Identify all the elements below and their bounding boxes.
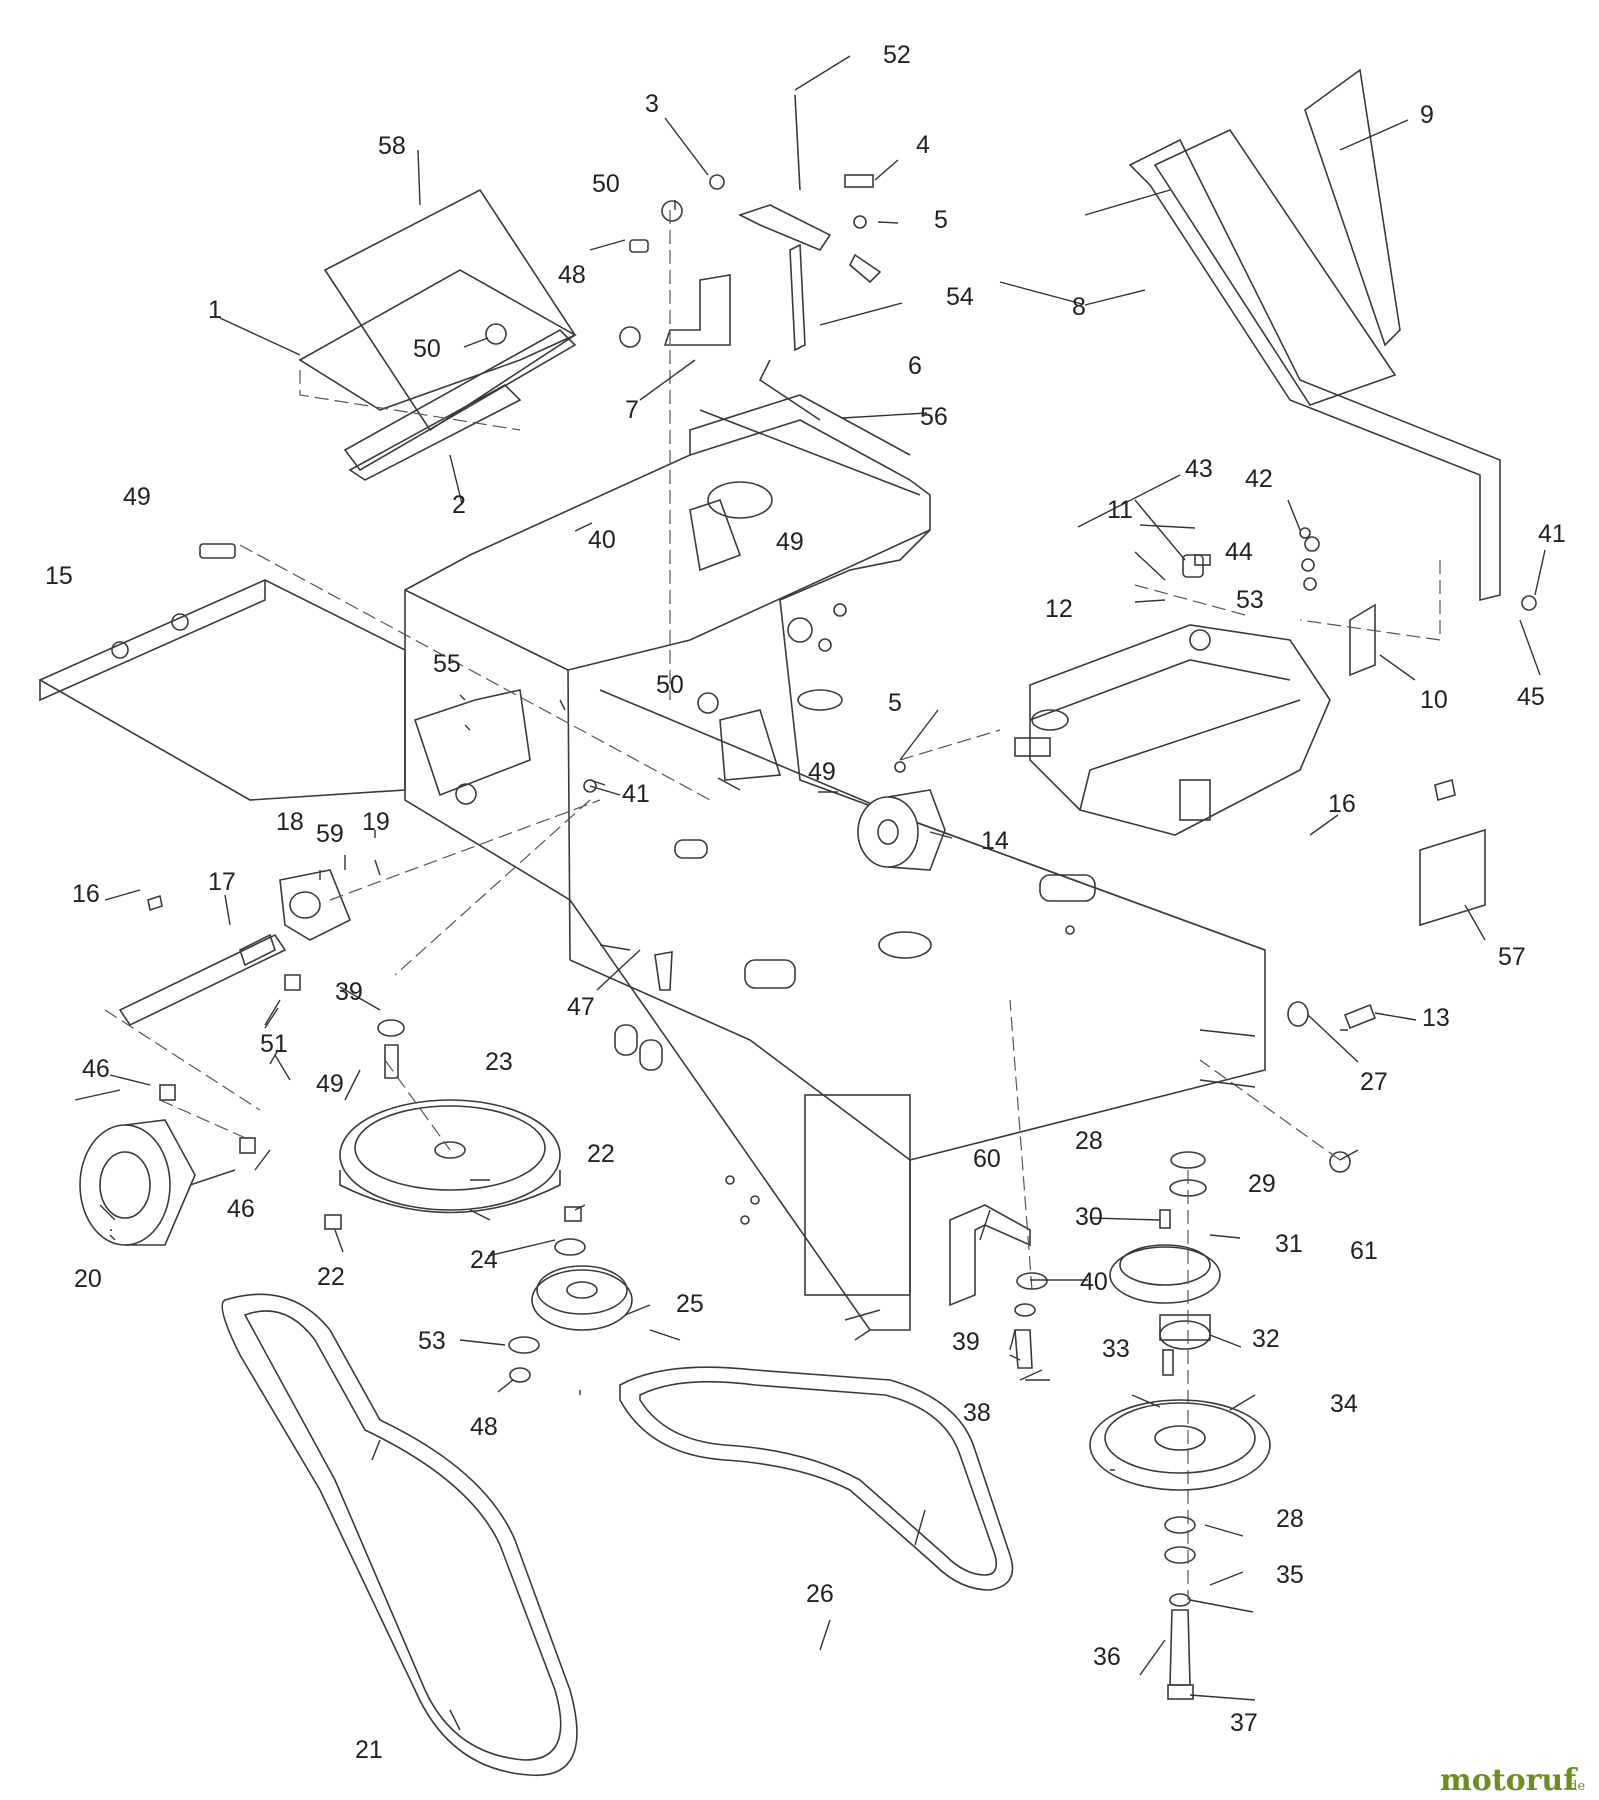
callout-54: 54 [946,283,974,311]
callout-34: 34 [1330,1390,1358,1418]
callout-22a: 22 [587,1140,615,1168]
chute-assembly [298,188,577,481]
callout-39a: 39 [335,978,363,1006]
callout-61: 61 [1350,1237,1378,1265]
callout-10: 10 [1420,686,1448,714]
callout-59: 59 [316,820,344,848]
shaft [118,933,287,1027]
main-frame [404,394,1266,1341]
callout-13: 13 [1422,1004,1450,1032]
callout-29: 29 [1248,1170,1276,1198]
callout-33: 33 [1102,1335,1130,1363]
callout-49a: 49 [123,483,151,511]
callout-labels: 1 2 3 4 5 5 6 7 8 9 10 11 12 13 14 15 16… [45,41,1566,1764]
callout-42: 42 [1245,465,1273,493]
callout-17: 17 [208,868,236,896]
alignment-lines [104,210,1341,1600]
callout-41a: 41 [622,780,650,808]
callout-16b: 16 [1328,790,1356,818]
callout-48b: 48 [470,1413,498,1441]
callout-11: 11 [1107,496,1133,524]
callout-43: 43 [1185,455,1213,483]
callout-5b: 5 [888,689,902,717]
callout-55: 55 [433,650,461,678]
watermark-tld: .de [1565,1779,1585,1794]
callout-7: 7 [625,396,639,424]
callout-49c: 49 [808,758,836,786]
callout-45: 45 [1517,683,1545,711]
callout-50c: 50 [656,671,684,699]
pulleys [79,789,1271,1491]
callout-47: 47 [567,993,595,1021]
callout-1: 1 [208,296,222,324]
callout-31: 31 [1275,1230,1303,1258]
watermark-brand: motoruf [1440,1763,1578,1798]
callout-20: 20 [74,1265,102,1293]
callout-2: 2 [452,491,466,519]
callout-23: 23 [485,1048,513,1076]
callout-28b: 28 [1276,1505,1304,1533]
hardware [147,174,1537,1700]
handle-assembly [1128,68,1501,677]
callout-26: 26 [806,1580,834,1608]
callout-12: 12 [1045,595,1073,623]
callout-52: 52 [883,41,911,69]
callout-37: 37 [1230,1709,1258,1737]
callout-49b: 49 [776,528,804,556]
callout-28a: 28 [1075,1127,1103,1155]
callout-35: 35 [1276,1561,1304,1589]
callout-39b: 39 [952,1328,980,1356]
callout-16a: 16 [72,880,100,908]
callout-4: 4 [916,131,930,159]
callout-46b: 46 [227,1195,255,1223]
misc-parts [413,498,1486,1307]
callout-22b: 22 [317,1263,345,1291]
callout-46a: 46 [82,1055,110,1083]
callout-14: 14 [981,827,1009,855]
callout-40b: 40 [1080,1268,1108,1296]
callout-25: 25 [676,1290,704,1318]
callout-3: 3 [645,90,659,118]
callout-58: 58 [378,132,406,160]
callout-40a: 40 [588,526,616,554]
callout-38: 38 [963,1399,991,1427]
callout-56: 56 [920,403,948,431]
shelf-plate [38,579,406,801]
callout-9: 9 [1420,101,1434,129]
callout-41b: 41 [1538,520,1566,548]
callout-8: 8 [1072,293,1086,321]
callout-44: 44 [1225,538,1253,566]
callout-53a: 53 [1236,586,1264,614]
callout-19: 19 [362,808,390,836]
shifter-assembly [663,94,832,421]
callout-32: 32 [1252,1325,1280,1353]
callout-6: 6 [908,352,922,380]
belts [221,1293,1014,1776]
callout-60: 60 [973,1145,1001,1173]
callout-51: 51 [260,1030,288,1058]
callout-50b: 50 [413,335,441,363]
gearbox [1014,624,1331,836]
callout-57: 57 [1498,943,1526,971]
callout-5a: 5 [934,206,948,234]
callout-18: 18 [276,808,304,836]
callout-48a: 48 [558,261,586,289]
callout-36: 36 [1093,1643,1121,1671]
callout-15: 15 [45,562,73,590]
callout-53b: 53 [418,1327,446,1355]
callout-24: 24 [470,1246,498,1274]
callout-30: 30 [1075,1203,1103,1231]
callout-21: 21 [355,1736,383,1764]
callout-27: 27 [1360,1068,1388,1096]
callout-50a: 50 [592,170,620,198]
callout-49d: 49 [316,1070,344,1098]
watermark-logo: motoruf .de [1440,1763,1585,1798]
